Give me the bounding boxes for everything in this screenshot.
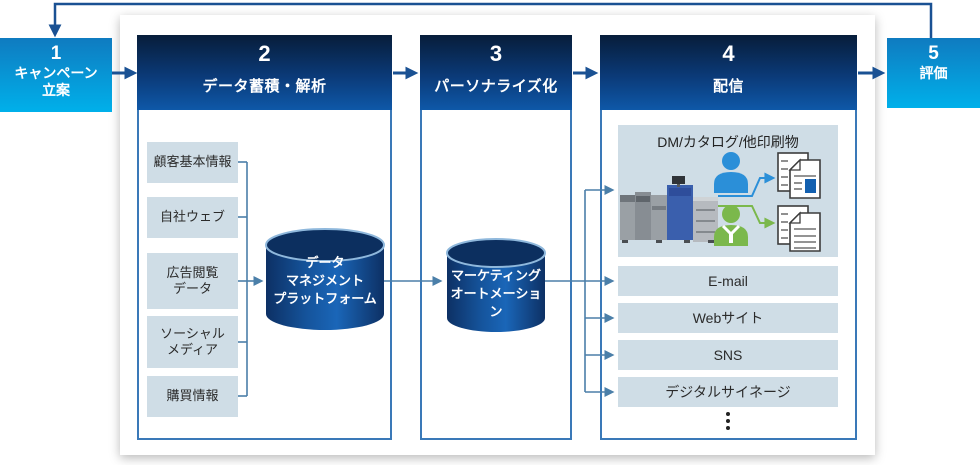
step5-label: 評価 (919, 64, 948, 81)
channel-email: E-mail (618, 266, 838, 296)
channel-sns: SNS (618, 340, 838, 370)
step4-label: 配信 (712, 78, 744, 96)
source-item-own-web: 自社ウェブ (147, 197, 238, 238)
step2-number: 2 (258, 41, 271, 66)
source-item-ad-view-data: 広告閲覧 データ (147, 253, 238, 309)
step1-label: キャンペーン 立案 (14, 64, 98, 99)
step5-number: 5 (928, 43, 939, 64)
step3-label: パーソナライズ化 (434, 78, 558, 96)
step3-personalize-box: 3 パーソナライズ化 (420, 35, 572, 440)
source-item-customer-info: 顧客基本情報 (147, 142, 238, 183)
step1-number: 1 (50, 43, 62, 64)
channel-print-box: DM/カタログ/他印刷物 (618, 125, 838, 257)
channel-print-label: DM/カタログ/他印刷物 (657, 134, 799, 150)
step2-label: データ蓄積・解析 (202, 78, 327, 96)
step2-header: 2 データ蓄積・解析 (137, 35, 392, 110)
source-item-purchase-info: 購買情報 (147, 376, 238, 417)
step3-number: 3 (489, 41, 503, 66)
ma-label: マーケティング オートメーション (450, 268, 542, 320)
dmp-label: データ マネジメント プラットフォーム (273, 255, 377, 307)
channel-website: Webサイト (618, 303, 838, 333)
step1-campaign-box: 1 キャンペーン 立案 (0, 38, 112, 112)
step4-header: 4 配信 (600, 35, 857, 110)
step4-number: 4 (722, 41, 735, 66)
channel-digital-signage: デジタルサイネージ (618, 377, 838, 407)
step3-header: 3 パーソナライズ化 (420, 35, 572, 110)
source-item-social-media: ソーシャル メディア (147, 316, 238, 368)
step5-evaluation-box: 5 評価 (887, 38, 980, 108)
